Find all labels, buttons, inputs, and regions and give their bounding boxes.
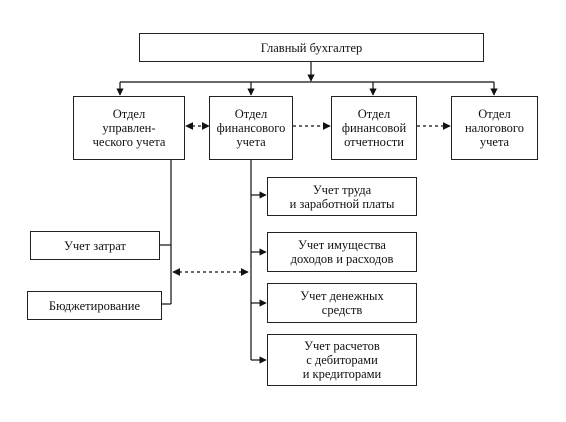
dept-financial-accounting: Отдел финансового учета: [209, 96, 293, 160]
unit-cost-accounting: Учет затрат: [30, 231, 160, 260]
unit-property-income-expenses: Учет имущества доходов и расходов: [267, 232, 417, 272]
unit-labor-payroll: Учет труда и заработной платы: [267, 177, 417, 216]
unit-cash: Учет денежных средств: [267, 283, 417, 323]
unit-settlements-debtors-creditors: Учет расчетов с дебиторами и кредиторами: [267, 334, 417, 386]
dept-financial-reporting: Отдел финансовой отчетности: [331, 96, 417, 160]
unit-budgeting: Бюджетирование: [27, 291, 162, 320]
dept-tax-accounting: Отдел налогового учета: [451, 96, 538, 160]
chief-accountant-box: Главный бухгалтер: [139, 33, 484, 62]
dept-management-accounting: Отдел управлен- ческого учета: [73, 96, 185, 160]
